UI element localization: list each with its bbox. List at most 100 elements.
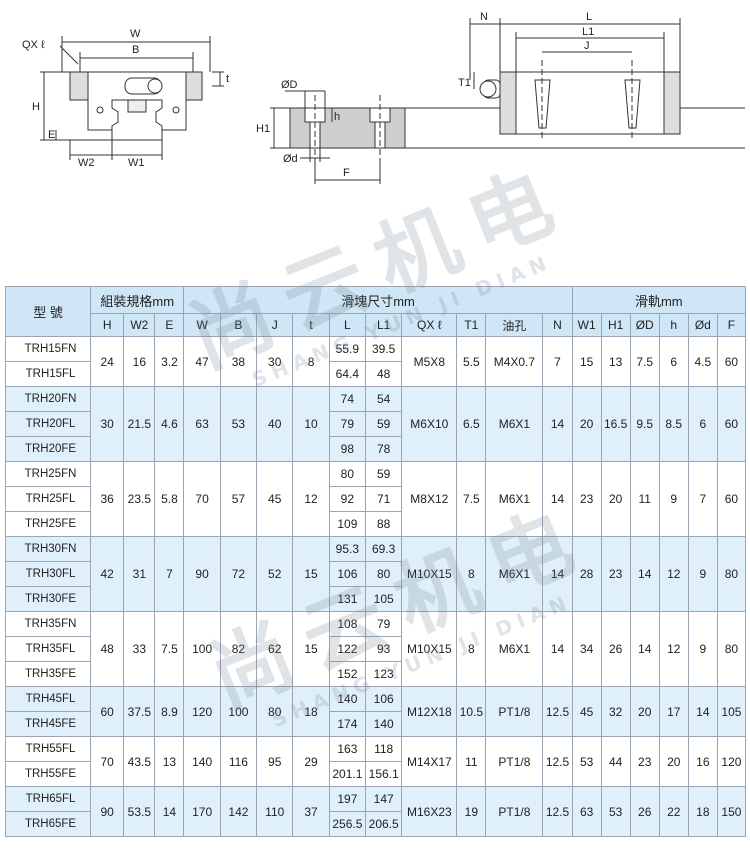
cell-j: 45 [256,461,294,537]
cell-w: 90 [183,536,221,612]
cell-l: 108 [328,611,367,637]
cell-h: 17 [658,686,689,737]
model-cell: TRH35FN [4,611,92,637]
cell-f: 120 [716,736,747,787]
cell-w: 47 [183,336,221,387]
col-w1: W1 [571,313,602,337]
cell-od: 14 [629,536,660,612]
cell-od: 9 [687,536,718,612]
cell-h: 24 [90,336,125,387]
model-cell: TRH25FE [4,511,92,537]
cell-l1: 88 [365,511,403,537]
cell-e: 3.2 [154,336,185,387]
cell-f: 60 [716,461,747,537]
cell-l1: 69.3 [365,536,403,562]
cell-w1: 45 [571,686,602,737]
dim-label-w2: W2 [78,157,95,169]
cell-t: 10 [292,386,330,462]
cell-n: 14 [542,536,573,612]
dim-label-t: t [226,73,229,85]
cell-od: 14 [629,611,660,687]
cell-w2: 23.5 [123,461,156,537]
cell-qx: M6X10 [401,386,458,462]
cell-l1: 105 [365,586,403,612]
cell-b: 38 [219,336,258,387]
dim-label-n: N [480,11,488,23]
dim-label-e: E [48,129,55,141]
cell-n: 7 [542,336,573,387]
cell-e: 5.8 [154,461,185,537]
cell-l: 74 [328,386,367,412]
col-f: F [716,313,747,337]
cell-l: 95.3 [328,536,367,562]
model-cell: TRH65FL [4,786,92,812]
cell-l: 92 [328,486,367,512]
header-assembly: 組裝規格mm [90,286,185,314]
col-t: t [292,313,330,337]
cell-t: 8 [292,336,330,387]
cell-h: 42 [90,536,125,612]
cell-oil: M6X1 [485,461,544,537]
cell-od: 4.5 [687,336,718,387]
cell-e: 7.5 [154,611,185,687]
cell-l1: 140 [365,711,403,737]
cell-l1: 156.1 [365,761,403,787]
cell-w2: 31 [123,536,156,612]
dim-label-od: ØD [281,79,298,91]
cell-oil: M4X0.7 [485,336,544,387]
cell-od: 23 [629,736,660,787]
cell-w: 170 [183,786,221,837]
cell-b: 82 [219,611,258,687]
cell-l1: 106 [365,686,403,712]
cell-l: 201.1 [328,761,367,787]
dim-label-b: B [132,44,139,56]
cell-l: 64.4 [328,361,367,387]
cell-od: 9.5 [629,386,660,462]
dim-label-t1: T1 [458,77,471,89]
col-h-small: h [658,313,689,337]
model-cell: TRH30FN [4,536,92,562]
cell-h: 60 [90,686,125,737]
col-qx: QX ℓ [401,313,458,337]
cell-h: 9 [658,461,689,537]
cell-n: 14 [542,611,573,687]
cell-t1: 10.5 [456,686,487,737]
cell-h1: 32 [600,686,631,737]
cell-w: 70 [183,461,221,537]
cell-qx: M5X8 [401,336,458,387]
cell-oil: M6X1 [485,386,544,462]
side-view [400,18,745,149]
cell-h: 36 [90,461,125,537]
cell-f: 60 [716,386,747,462]
cell-w2: 37.5 [123,686,156,737]
cell-od: 11 [629,461,660,537]
col-od-small: Ød [687,313,718,337]
cell-w2: 43.5 [123,736,156,787]
col-e: E [154,313,185,337]
header-model: 型 號 [4,286,92,337]
cell-l: 98 [328,436,367,462]
dim-label-w: W [130,28,141,40]
dim-label-h-small: h [334,111,340,123]
cell-n: 14 [542,461,573,537]
cell-h: 12 [658,611,689,687]
model-cell: TRH15FN [4,336,92,362]
cell-l: 163 [328,736,367,762]
cell-l: 256.5 [328,811,367,837]
header-rail: 滑軌mm [571,286,747,314]
cell-l1: 206.5 [365,811,403,837]
cell-n: 14 [542,386,573,462]
